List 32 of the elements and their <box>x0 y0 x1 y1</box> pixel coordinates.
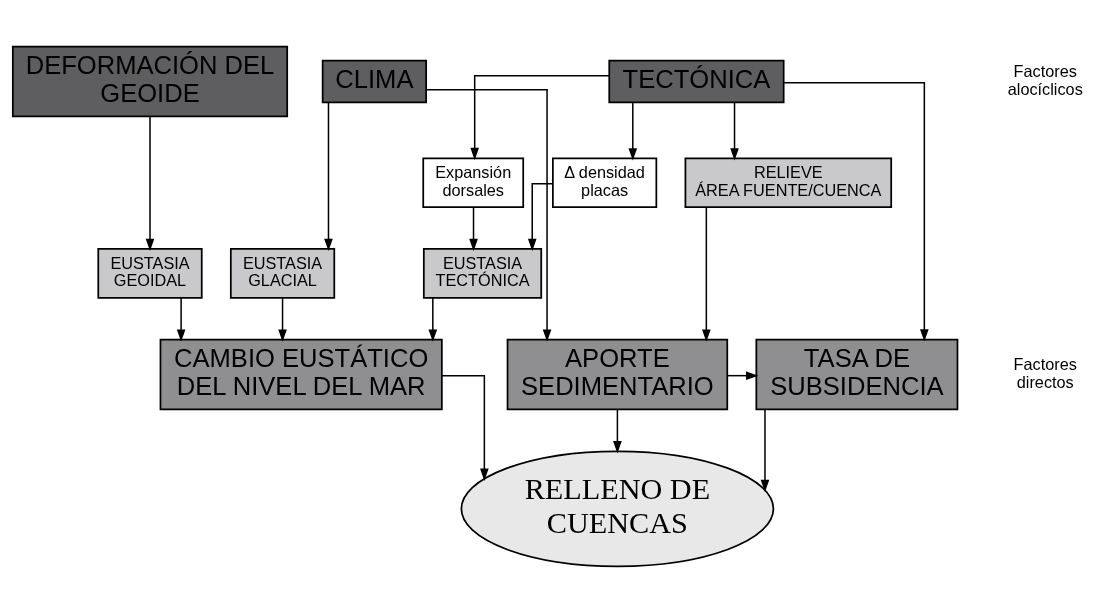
arrow <box>470 74 610 161</box>
label: Factores directos <box>1013 355 1077 391</box>
arrow <box>428 297 438 342</box>
node-box: EUSTASIA TECTÓNICA <box>422 248 543 299</box>
arrow <box>628 101 638 161</box>
node-box: CAMBIO EUSTÁTICO DEL NIVEL DEL MAR <box>159 338 443 411</box>
arrow <box>527 183 554 252</box>
node-box: EUSTASIA GEOIDAL <box>97 248 203 299</box>
arrow <box>441 374 489 481</box>
arrow <box>176 297 186 342</box>
node-box: EUSTASIA GLACIAL <box>229 248 336 299</box>
arrow <box>730 101 739 161</box>
arrow <box>726 371 759 380</box>
node-box: RELIEVE ÁREA FUENTE/CUENCA <box>684 157 893 208</box>
arrow <box>613 408 622 454</box>
arrow <box>760 408 770 493</box>
node-box: CLIMA <box>321 59 427 104</box>
arrow <box>278 297 287 342</box>
arrow <box>783 81 929 342</box>
label: Factores alocíclicos <box>1007 62 1083 98</box>
arrow <box>324 102 333 251</box>
node-box: DEFORMACIÓN DEL GEOIDE <box>11 45 289 118</box>
arrow <box>145 115 155 252</box>
arrow <box>425 88 552 342</box>
arrow <box>702 206 711 342</box>
node-box: TECTÓNICA <box>608 59 785 104</box>
node-box: Expansión dorsales <box>422 157 525 208</box>
node-ellipse: RELLENO DE CUENCAS <box>460 450 775 568</box>
node-box: TASA DE SUBSIDENCIA <box>755 338 959 411</box>
node-box: Δ densidad placas <box>552 157 658 208</box>
arrow <box>469 206 478 252</box>
node-box: APORTE SEDIMENTARIO <box>506 338 729 411</box>
